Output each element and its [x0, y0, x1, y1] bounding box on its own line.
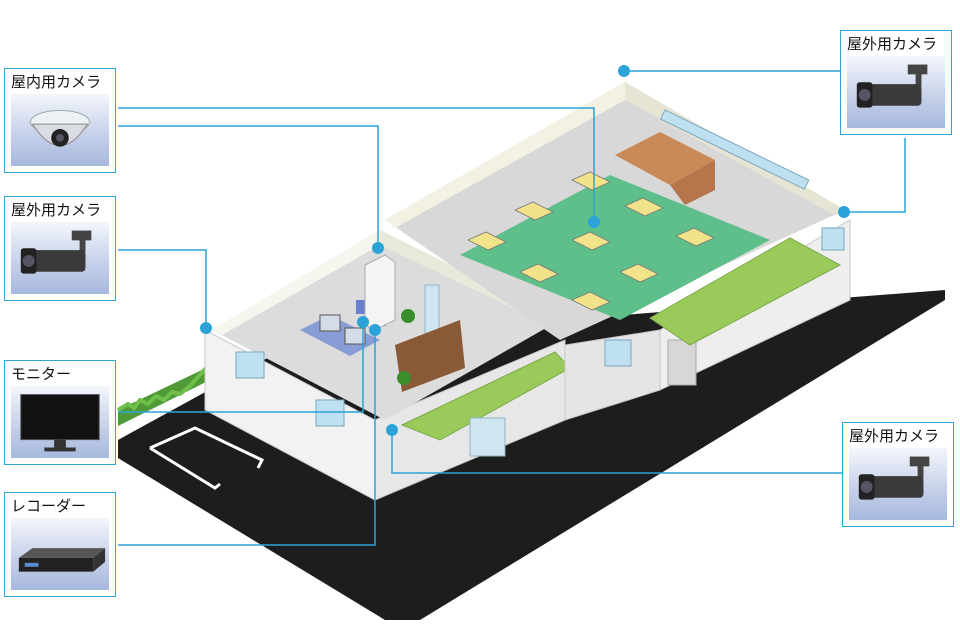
- camera-point: [357, 316, 369, 328]
- connector-outdoor-bottom-right: [391, 430, 842, 474]
- bullet-camera-icon: [847, 56, 945, 128]
- connector-indoor-camera: [118, 107, 595, 222]
- connector-indoor-camera-2: [118, 125, 379, 248]
- card-outdoor-camera-left: 屋外用カメラ: [4, 196, 116, 301]
- card-label: 屋外用カメラ: [847, 35, 938, 53]
- card-monitor: モニター: [4, 360, 116, 465]
- camera-point: [386, 424, 398, 436]
- monitor-icon: [11, 386, 109, 458]
- connector-outdoor-mid-right: [844, 138, 906, 213]
- dome-camera-icon: [11, 94, 109, 166]
- recorder-icon: [11, 518, 109, 590]
- awning-large: [649, 237, 842, 346]
- card-label: モニター: [11, 365, 72, 383]
- bullet-camera-icon: [11, 222, 109, 294]
- card-label: レコーダー: [11, 497, 87, 515]
- camera-point: [372, 242, 384, 254]
- card-label: 屋外用カメラ: [849, 427, 940, 445]
- connector-outdoor-left: [118, 249, 207, 328]
- card-recorder: レコーダー: [4, 492, 116, 597]
- card-outdoor-camera-top-right: 屋外用カメラ: [840, 30, 952, 135]
- warehouse-green-floor: [460, 175, 770, 320]
- card-indoor-camera: 屋内用カメラ: [4, 68, 116, 173]
- bullet-camera-icon: [849, 448, 947, 520]
- card-label: 屋外用カメラ: [11, 201, 102, 219]
- camera-point: [618, 65, 630, 77]
- camera-point: [369, 324, 381, 336]
- camera-point: [838, 206, 850, 218]
- parking-line: [149, 426, 265, 469]
- connector-recorder: [118, 330, 376, 546]
- camera-point: [588, 216, 600, 228]
- camera-point: [200, 322, 212, 334]
- connector-monitor: [118, 322, 364, 413]
- card-outdoor-camera-bottom-right: 屋外用カメラ: [842, 422, 954, 527]
- card-label: 屋内用カメラ: [11, 73, 102, 91]
